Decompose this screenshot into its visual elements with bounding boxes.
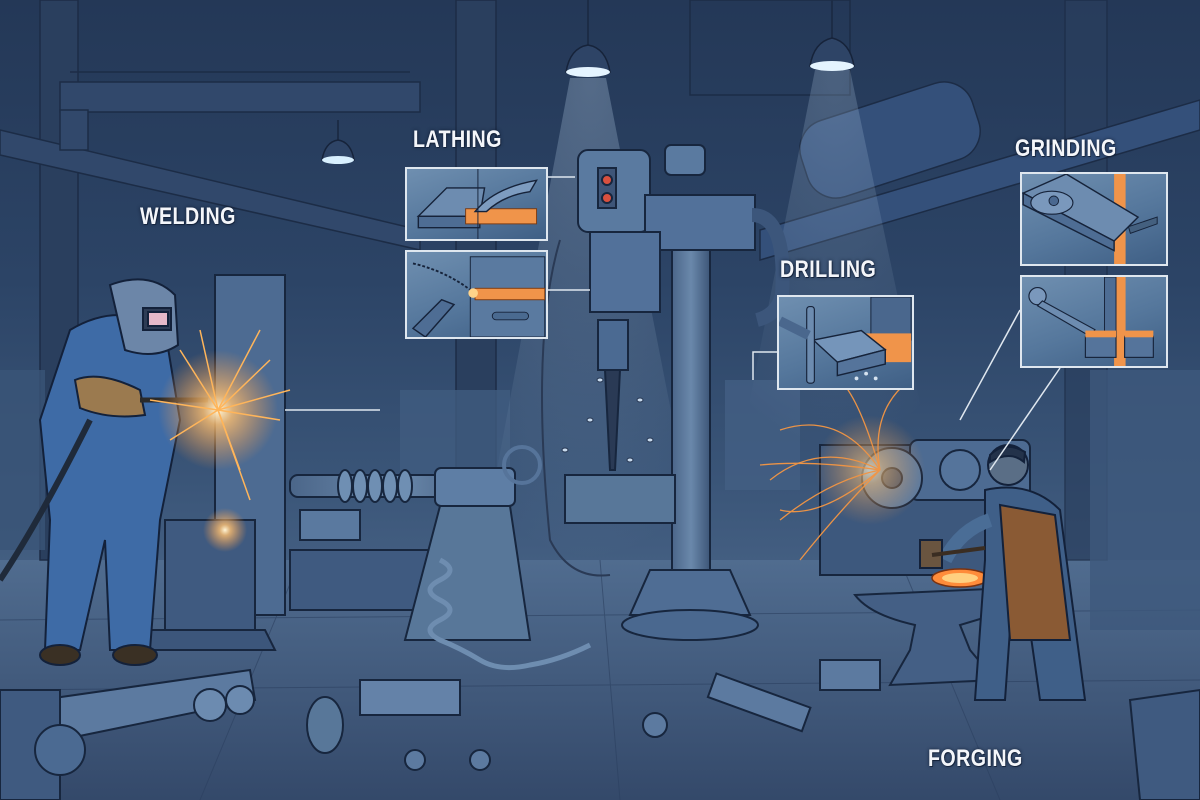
label-grinding: GRINDING [1015,135,1117,162]
lathe-cutting-tool-illustration [416,169,538,239]
grinding-inset-bottom [1020,275,1168,368]
label-lathing: LATHING [413,126,502,153]
grinding-wrench-illustration [1028,277,1154,366]
grinding-inset-top [1020,172,1168,266]
lamp-icon [565,0,611,77]
lathing-inset-top [405,167,548,241]
lathe [289,445,592,671]
drill-chips [561,377,654,463]
blacksmith-figure [919,444,1087,701]
label-forging: FORGING [928,745,1023,772]
callout-lines [285,176,1061,471]
anvil [853,586,1011,687]
label-welding: WELDING [140,203,236,230]
welding-sparks [149,329,291,552]
grinding-bar-illustration [1022,174,1158,264]
floor-debris [0,659,1200,800]
lathe-chip-illustration [411,256,546,337]
lamp-icon [809,0,855,71]
drilling-clamp-illustration [779,297,912,384]
label-drilling: DRILLING [780,256,877,283]
grinding-sparks [759,379,925,561]
drill-press [541,144,790,641]
lamp-icon [321,120,355,164]
welder-figure [0,278,208,666]
lathing-inset-bottom [405,250,548,339]
drilling-inset [777,295,914,390]
